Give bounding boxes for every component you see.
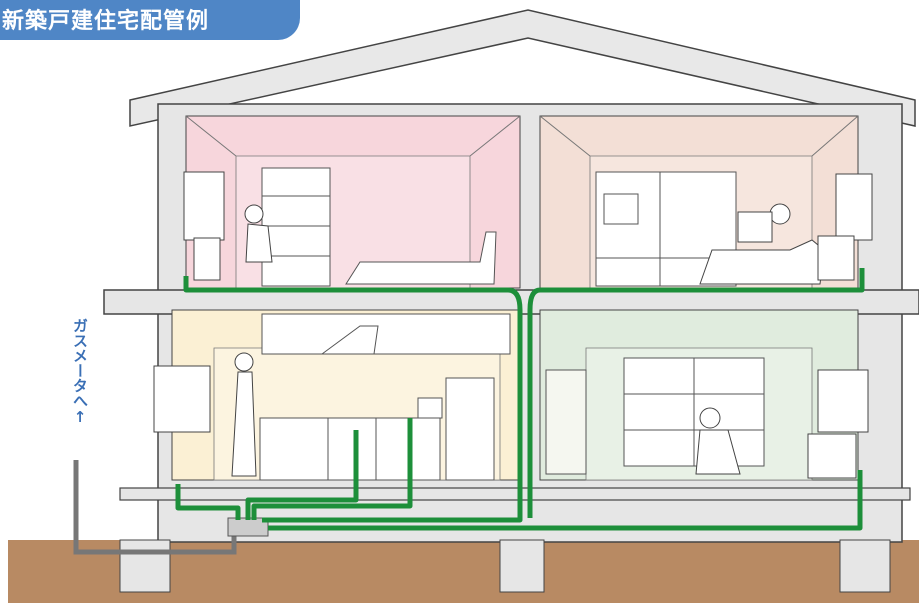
pipe-lower-left bbox=[175, 484, 241, 520]
pipe-upper-right bbox=[527, 268, 865, 518]
person-reader bbox=[769, 203, 791, 225]
room-edge bbox=[185, 115, 237, 157]
person-elder bbox=[699, 407, 721, 429]
meter-supply-pipe bbox=[73, 460, 237, 555]
roof bbox=[129, 9, 916, 127]
gas-heater-upper-right bbox=[817, 235, 855, 281]
window-upper-right bbox=[835, 173, 873, 241]
diagram-title: 新築戸建住宅配管例 bbox=[2, 9, 210, 34]
pipe-lower-right bbox=[268, 470, 863, 531]
refrigerator bbox=[445, 377, 495, 481]
foundation bbox=[839, 539, 891, 593]
gas-stove bbox=[327, 417, 377, 481]
title-tab: 新築戸建住宅配管例 bbox=[0, 0, 300, 40]
upper-cabinets bbox=[261, 313, 511, 355]
gas-meter-label: ガスメータへ↑ bbox=[71, 318, 89, 426]
person-cook bbox=[234, 352, 254, 372]
picture-frame bbox=[603, 193, 639, 225]
person-student-body bbox=[245, 223, 273, 263]
bookshelf bbox=[261, 167, 331, 287]
room-edge bbox=[539, 115, 591, 157]
range-hood bbox=[320, 325, 379, 355]
newspaper bbox=[737, 211, 773, 243]
window-lower-left bbox=[153, 365, 211, 433]
room-edge bbox=[811, 115, 859, 157]
hanging-scroll bbox=[545, 369, 587, 475]
person-cook-body bbox=[231, 371, 257, 477]
gas-pipes bbox=[175, 268, 865, 531]
pipe-upper-left bbox=[183, 276, 523, 523]
foundation bbox=[119, 539, 171, 593]
bed bbox=[345, 231, 497, 285]
person-elder-body bbox=[695, 429, 741, 475]
sofa bbox=[699, 239, 825, 285]
rice-cooker bbox=[417, 397, 443, 419]
window-upper-left bbox=[183, 171, 225, 241]
person-student bbox=[244, 204, 264, 224]
gas-heater-upper-left bbox=[193, 237, 221, 281]
room-edge bbox=[469, 115, 521, 157]
foundation bbox=[499, 539, 545, 593]
window-lower-right bbox=[817, 369, 869, 433]
pipe-kitchen-stove bbox=[245, 430, 359, 520]
pipe-kitchen-fridge bbox=[251, 418, 413, 520]
gas-heater-lower-right bbox=[807, 433, 857, 479]
ground-slab bbox=[119, 487, 911, 501]
